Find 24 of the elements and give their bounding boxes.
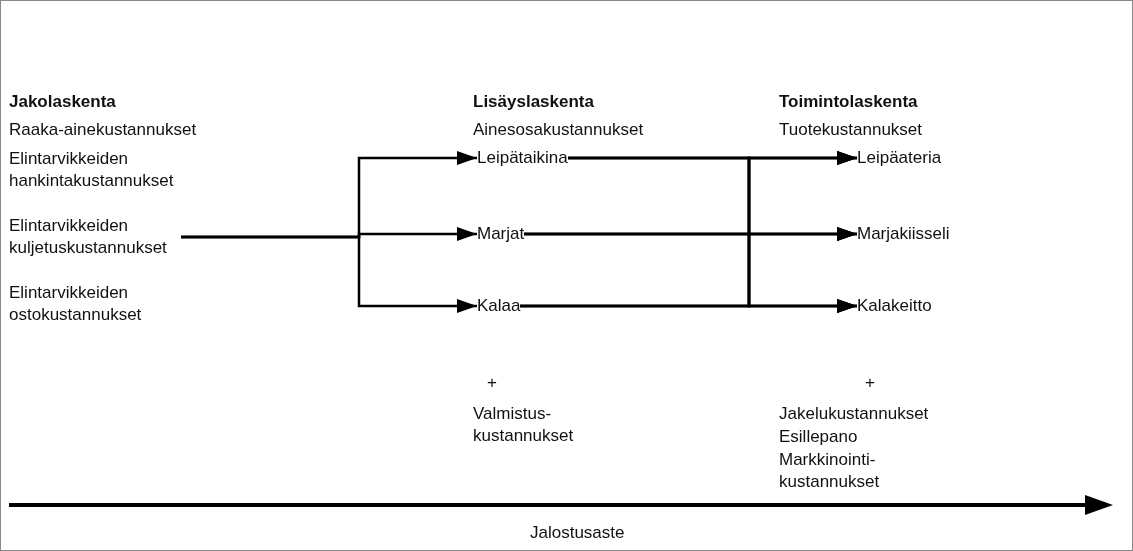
note-text: Ainesosakustannukset xyxy=(473,119,644,141)
note-text: Jalostusaste xyxy=(530,522,625,544)
note-text: Markkinointi- kustannukset xyxy=(779,449,881,493)
note-text: + xyxy=(865,372,875,394)
note-text: Tuotekustannukset xyxy=(779,119,922,141)
cost-item-text: Elintarvikkeiden ostokustannukset xyxy=(9,281,181,327)
cost-item-text: Elintarvikkeiden kuljetuskustannukset xyxy=(9,214,181,260)
arrow xyxy=(520,299,857,313)
note-text: Jakelukustannukset xyxy=(779,403,929,425)
cost-item-text: Leipätaikina xyxy=(477,146,568,170)
note-text: + xyxy=(487,372,497,394)
cost-item-text: Kalakeitto xyxy=(857,294,932,318)
cost-item-text: Marjakiisseli xyxy=(857,222,950,246)
note-text: Raaka-ainekustannukset xyxy=(9,119,197,141)
column-heading: Toimintolaskenta xyxy=(779,91,918,113)
column-heading: Lisäyslaskenta xyxy=(473,91,594,113)
cost-item-text: Marjat xyxy=(477,222,525,246)
cost-item-text: Kalaa xyxy=(477,294,521,318)
cost-item-text: Leipäateria xyxy=(857,146,942,170)
arrow xyxy=(181,235,477,313)
column-heading: Jakolaskenta xyxy=(9,91,116,113)
cost-item-text: Elintarvikkeiden hankintakustannukset xyxy=(9,147,181,193)
note-text: Esillepano xyxy=(779,426,858,448)
note-text: Valmistus- kustannukset xyxy=(473,403,575,447)
